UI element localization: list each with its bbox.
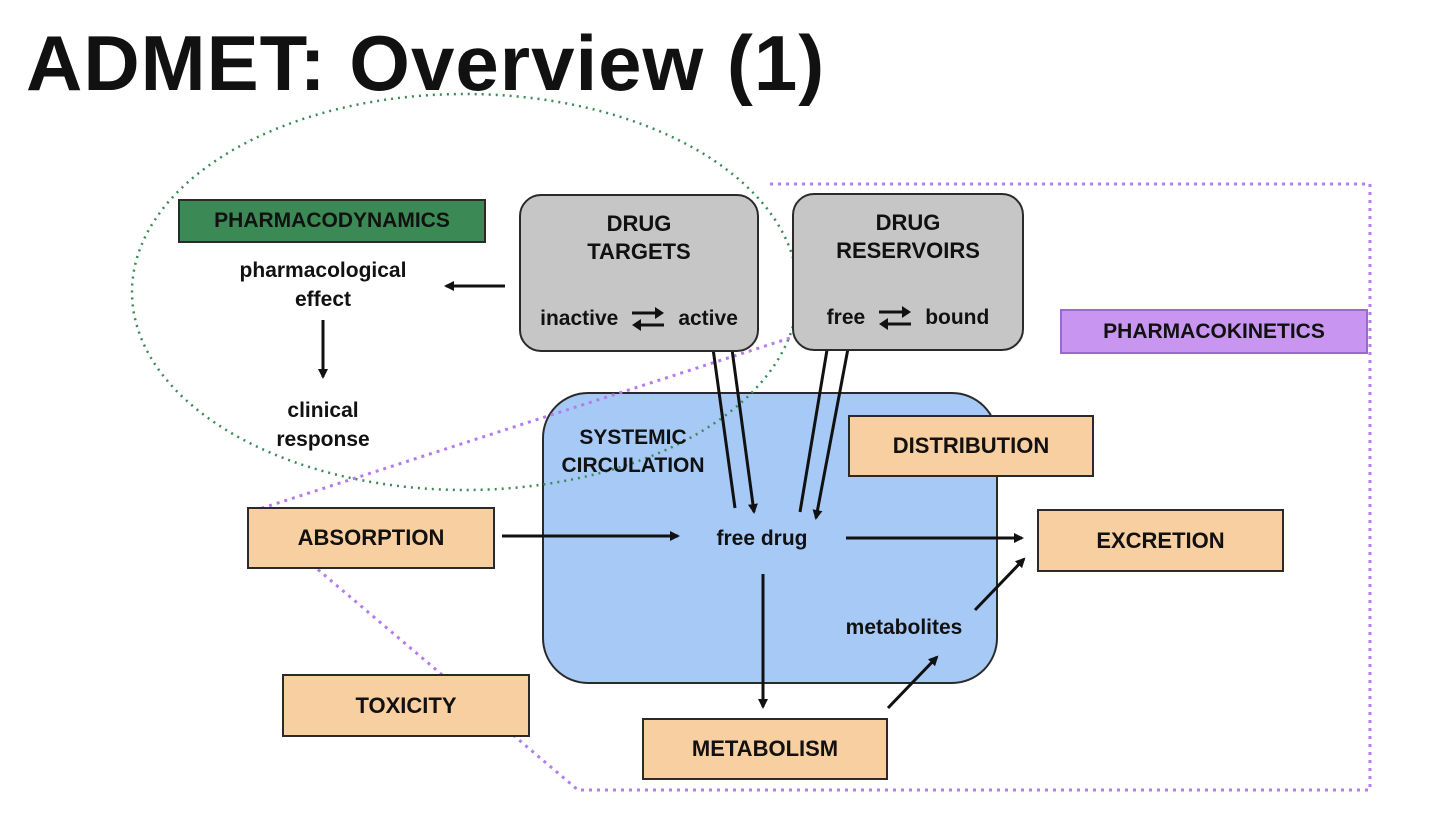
pharmacokinetics-outline — [246, 182, 1372, 792]
free-drug-label: free drug — [716, 527, 808, 550]
clinical-response-label: clinical response — [230, 396, 416, 454]
effect-line1: pharmacological — [239, 259, 407, 282]
systemic-circulation-label: SYSTEMIC CIRCULATION — [548, 424, 718, 480]
excretion-box: EXCRETION — [1037, 509, 1284, 572]
pharmacokinetics-tag: PHARMACOKINETICS — [1060, 309, 1368, 354]
equilibrium-arrows-icon — [879, 306, 912, 330]
toxicity-box: TOXICITY — [282, 674, 530, 737]
systemic-line1: SYSTEMIC — [579, 426, 687, 449]
metabolites-label: metabolites — [845, 616, 963, 639]
inactive-label: inactive — [540, 307, 619, 330]
pharmacological-effect-label: pharmacological effect — [200, 256, 446, 314]
equilibrium-arrows-icon — [632, 307, 665, 331]
active-label: active — [678, 307, 738, 330]
absorption-box: ABSORPTION — [247, 507, 495, 569]
arrow-reservoir-to-freedrug — [812, 337, 852, 520]
drug-reservoirs-box: DRUG RESERVOIRS free bound — [792, 193, 1024, 351]
bound-label: bound — [925, 306, 990, 329]
arrow-freedrug-to-active — [707, 332, 737, 509]
drug-targets-box: DRUG TARGETS inactive active — [519, 194, 759, 352]
arrow-metabolites-to-excretion — [973, 557, 1026, 612]
arrow-metabolism-to-metabolites — [886, 655, 939, 710]
drug-targets-equilibrium: inactive active — [521, 304, 757, 334]
drug-reservoirs-title-line2: RESERVOIRS — [836, 238, 980, 263]
free-label: free — [826, 306, 866, 329]
systemic-line2: CIRCULATION — [561, 454, 705, 477]
drug-reservoirs-equilibrium: free bound — [794, 303, 1022, 333]
pharmacodynamics-tag: PHARMACODYNAMICS — [178, 199, 486, 243]
response-line1: clinical — [287, 399, 359, 422]
effect-line2: effect — [294, 288, 352, 311]
pharmacodynamics-tag-label: PHARMACODYNAMICS — [214, 209, 450, 232]
drug-targets-title-line1: DRUG — [606, 211, 672, 236]
slide-title: ADMET: Overview (1) — [26, 19, 826, 107]
arrow-active-to-freedrug — [729, 341, 758, 514]
drug-targets-title-line2: TARGETS — [587, 239, 691, 264]
pharmacokinetics-tag-label: PHARMACOKINETICS — [1103, 319, 1325, 343]
arrow-freedrug-to-reservoir — [798, 330, 834, 513]
distribution-box: DISTRIBUTION — [848, 415, 1094, 477]
drug-reservoirs-title-line1: DRUG — [875, 210, 941, 235]
metabolism-box: METABOLISM — [642, 718, 888, 780]
response-line2: response — [276, 428, 370, 451]
